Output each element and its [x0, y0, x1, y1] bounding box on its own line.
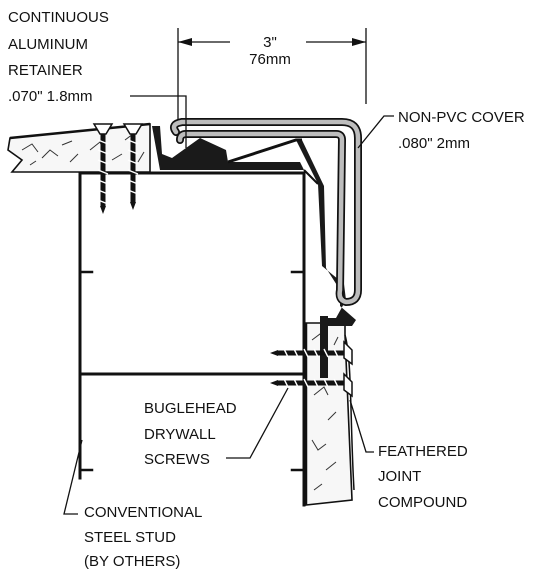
cover-label-line1: NON-PVC COVER — [398, 109, 525, 126]
dimension-inches: 3" — [263, 34, 277, 51]
drywall-screw-icon — [122, 123, 144, 210]
stud-label: CONVENTIONAL STEEL STUD (BY OTHERS) — [84, 504, 202, 570]
compound-label-line3: COMPOUND — [378, 494, 467, 511]
screws-label-line2: DRYWALL — [144, 426, 216, 443]
screws-leader — [226, 387, 289, 459]
cover-label-line2: .080" 2mm — [398, 135, 470, 152]
dimension-mm: 76mm — [249, 51, 291, 68]
stud-label-line2: STEEL STUD — [84, 529, 176, 546]
retainer-leader — [130, 95, 187, 148]
aluminum-retainer — [152, 126, 356, 378]
cover-leader — [357, 115, 394, 149]
retainer-label: CONTINUOUS ALUMINUM RETAINER .070" 1.8mm — [8, 9, 109, 105]
retainer-label-line4: .070" 1.8mm — [8, 88, 93, 105]
drywall-screw-icon — [270, 340, 353, 366]
stud-leader — [63, 439, 83, 515]
screws-label: BUGLEHEAD DRYWALL SCREWS — [144, 400, 237, 468]
screws-wall — [270, 340, 353, 398]
retainer-label-line3: RETAINER — [8, 62, 83, 79]
drywall-screw-icon — [92, 123, 114, 214]
steel-stud — [78, 171, 306, 507]
compound-leader — [349, 399, 374, 453]
screws-ceiling — [92, 123, 144, 214]
stud-label-line3: (BY OTHERS) — [84, 553, 180, 570]
drywall-screw-icon — [270, 372, 353, 398]
non-pvc-cover — [170, 118, 362, 306]
compound-label: FEATHERED JOINT COMPOUND — [378, 443, 468, 511]
retainer-label-line2: ALUMINUM — [8, 36, 88, 53]
compound-label-line1: FEATHERED — [378, 443, 468, 460]
compound-label-line2: JOINT — [378, 468, 421, 485]
screws-label-line1: BUGLEHEAD — [144, 400, 237, 417]
screws-label-line3: SCREWS — [144, 451, 210, 468]
cover-label: NON-PVC COVER .080" 2mm — [398, 109, 525, 152]
retainer-label-line1: CONTINUOUS — [8, 9, 109, 26]
stud-label-line1: CONVENTIONAL — [84, 504, 202, 521]
dimension-3in — [177, 28, 367, 120]
